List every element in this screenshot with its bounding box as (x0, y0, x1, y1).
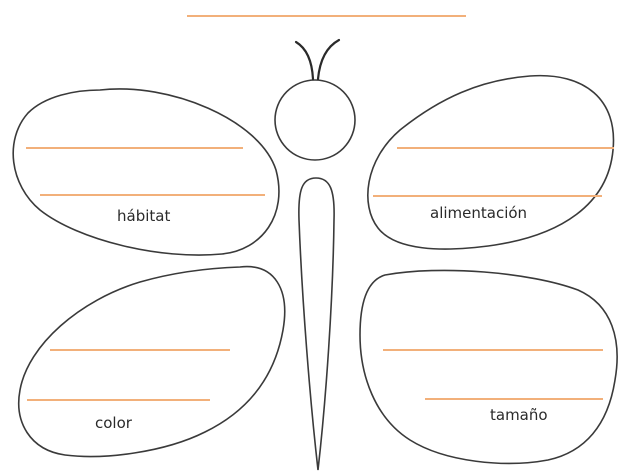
lower-left-wing (19, 267, 285, 457)
lower-left-wing-label: color (95, 414, 133, 432)
lower-right-wing-label: tamaño (490, 406, 548, 424)
upper-left-wing-label: hábitat (117, 207, 170, 225)
right-antenna (318, 40, 339, 79)
upper-left-wing (13, 89, 279, 255)
upper-right-wing (368, 76, 614, 249)
lower-right-wing (360, 270, 617, 463)
butterfly-head (275, 80, 355, 160)
left-antenna (296, 42, 313, 79)
upper-right-wing-label: alimentación (430, 204, 527, 222)
butterfly-body (299, 178, 334, 470)
